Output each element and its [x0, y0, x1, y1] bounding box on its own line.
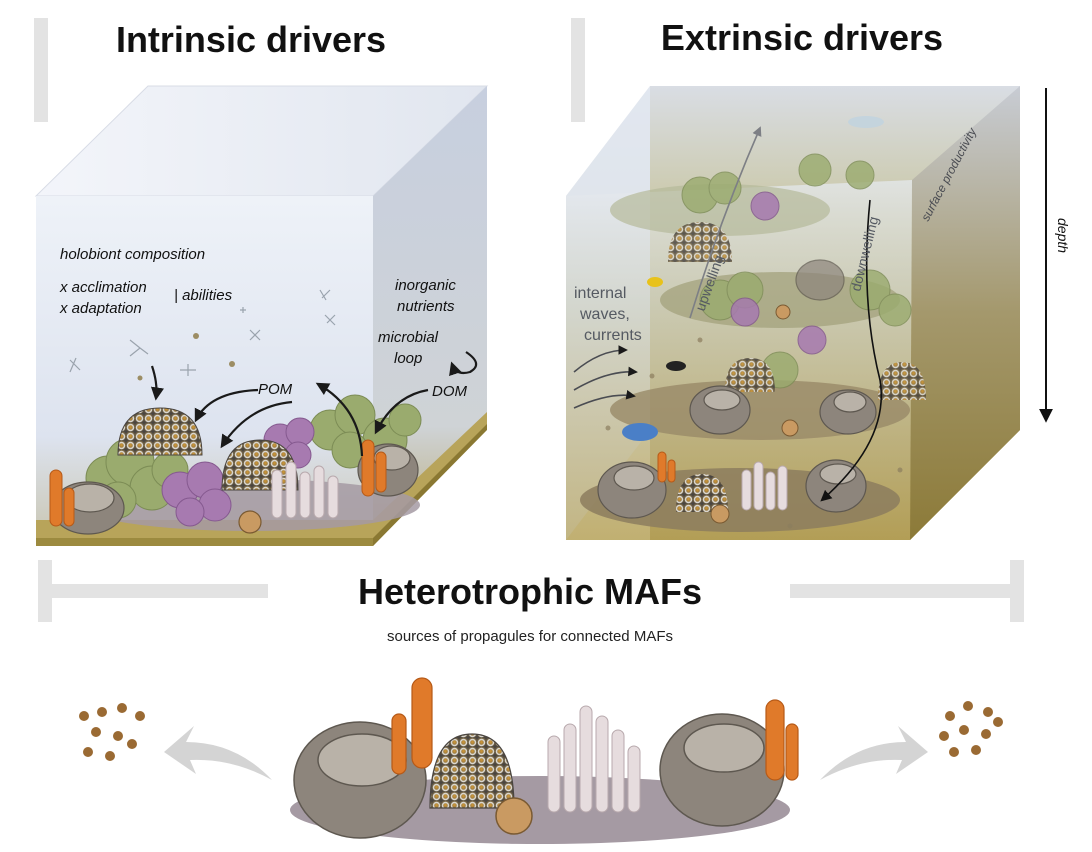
label-depth: depth [1055, 218, 1071, 253]
dispersal-arrows [164, 726, 928, 780]
extrinsic-cube [566, 86, 1053, 540]
white-finger-corals [271, 461, 339, 519]
label-nutrients: nutrients [397, 298, 455, 315]
propagule-source-reef [290, 677, 799, 844]
label-abilities: | abilities [174, 287, 233, 304]
heterotrophic-title: Heterotrophic MAFs [358, 571, 702, 612]
label-loop: loop [394, 350, 422, 367]
propagules-right [939, 701, 1003, 757]
purple-coral [161, 417, 315, 527]
label-internal: internal [574, 285, 626, 302]
current-arrows [573, 345, 638, 409]
extrinsic-shells [710, 304, 799, 524]
particle-dots [605, 337, 903, 529]
label-microbial: microbial [378, 329, 439, 346]
orange-sponges [49, 439, 387, 527]
propagules-left [79, 703, 145, 761]
upwelling-arrow [689, 126, 762, 319]
label-currents: currents [584, 327, 642, 344]
label-holobiont-composition: holobiont composition [60, 246, 205, 263]
extrinsic-orange-sponges [657, 451, 676, 483]
label-inorganic: inorganic [395, 277, 456, 294]
small-shell [238, 510, 262, 534]
label-dom: DOM [432, 383, 468, 400]
extrinsic-white-corals [741, 461, 788, 511]
label-waves: waves, [579, 306, 630, 323]
fish [622, 116, 884, 441]
label-pom: POM [258, 381, 293, 398]
label-adaptation: x adaptation [59, 300, 142, 317]
label-acclimation: x acclimation [59, 279, 147, 296]
extrinsic-purple-corals [730, 191, 827, 355]
extrinsic-brain-corals [668, 222, 926, 512]
extrinsic-title: Extrinsic drivers [661, 17, 943, 58]
extrinsic-grey-plates [597, 259, 877, 519]
downwelling-arrow [820, 199, 883, 502]
zooplankton [69, 289, 336, 376]
title-brackets [34, 18, 1024, 622]
intrinsic-flow-arrows [150, 351, 478, 457]
particles [137, 333, 235, 381]
intrinsic-title: Intrinsic drivers [116, 19, 386, 60]
heterotrophic-subtitle: sources of propagules for connected MAFs [387, 628, 673, 645]
intrinsic-cube [34, 85, 489, 546]
